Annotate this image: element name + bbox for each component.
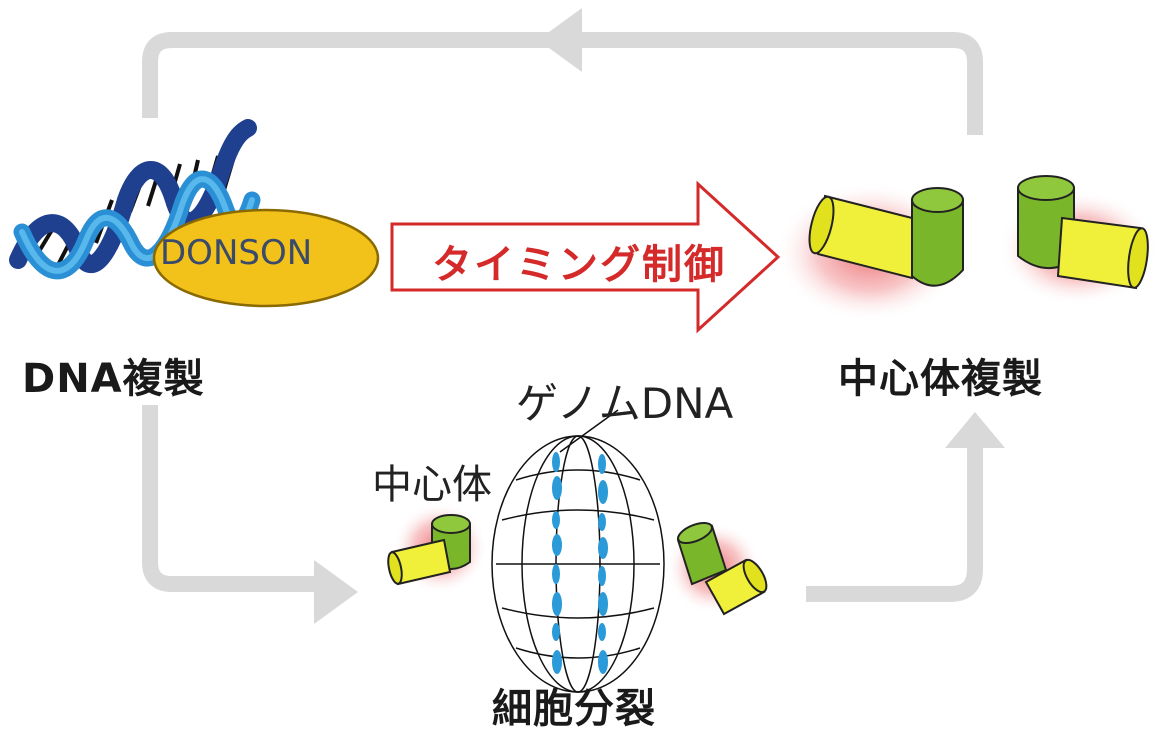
left-arrowhead (314, 560, 358, 624)
donson-ellipse (152, 208, 380, 308)
right-up-arrow-path (806, 445, 983, 602)
cell-division-label: 細胞分裂 (492, 686, 656, 732)
genome-dna-pointer (559, 409, 619, 453)
centrosome-mitotic-left (387, 502, 488, 594)
centrosome-right-top (1017, 175, 1149, 290)
top-arrowhead (538, 8, 582, 72)
dna-helix (9, 119, 261, 280)
centrosome-replication-label: 中心体複製 (838, 356, 1043, 402)
centrosome-label: 中心体 (372, 462, 492, 508)
right-arrowhead (945, 412, 1005, 448)
genome-dna-label: ゲノムDNA (516, 379, 734, 428)
donson-label: DONSON (160, 233, 313, 273)
mitotic-spindle (491, 435, 665, 693)
left-down-arrow-path (142, 405, 330, 592)
timing-arrow (390, 180, 781, 334)
chromosome-right (598, 454, 608, 674)
timing-control-label: タイミング制御 (432, 242, 726, 288)
chromosome-left (552, 452, 562, 674)
centrosome-pair-right (775, 175, 1154, 322)
centrosome-mitotic-right (666, 521, 768, 616)
centrosome-left-top (808, 187, 964, 287)
dna-strand-dark (9, 119, 257, 273)
dna-replication-label: DNA複製 (22, 356, 205, 402)
